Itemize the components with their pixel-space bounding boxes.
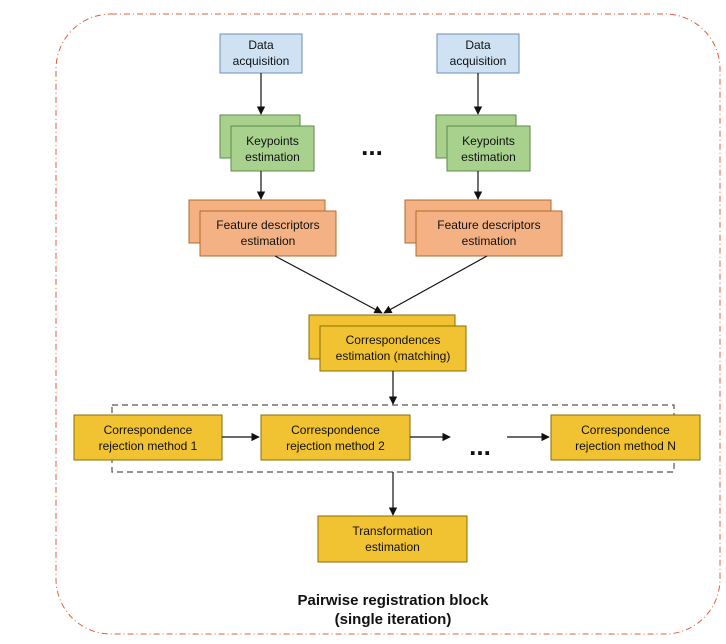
right-descriptors-line1: Feature descriptors [437,218,540,232]
right-keypoints-line2: estimation [461,150,516,164]
right-descriptors-line2: estimation [462,234,517,248]
rejection-method-n-line1: Correspondence [581,423,670,437]
matching-node: Correspondences estimation (matching) [308,314,467,372]
left-keypoints-line2: estimation [245,150,300,164]
arrow-right-descriptors-to-matching [383,255,488,314]
left-keypoints-node: Keypoints estimation [219,114,315,172]
right-acquisition-line2: acquisition [450,54,507,68]
rejection-ellipsis: ... [469,431,491,461]
left-acquisition-node: Data acquisition [219,33,303,74]
rejection-method-2-line2: rejection method 2 [286,439,385,453]
left-keypoints-line1: Keypoints [246,134,299,148]
left-acquisition-line1: Data [248,38,274,52]
rejection-method-1-node: Correspondence rejection method 1 [73,414,223,461]
rejection-method-n-node: Correspondence rejection method N [550,414,701,461]
rejection-method-1-line1: Correspondence [104,423,193,437]
left-descriptors-node: Feature descriptors estimation [188,199,337,257]
caption-title: Pairwise registration block [298,592,490,609]
transformation-line1: Transformation [352,524,432,538]
right-acquisition-line1: Data [465,38,491,52]
right-keypoints-node: Keypoints estimation [435,114,531,172]
left-descriptors-line1: Feature descriptors [216,218,319,232]
columns-ellipsis: ... [361,131,383,161]
matching-line1: Correspondences [346,333,441,347]
matching-line2: estimation (matching) [336,349,451,363]
transformation-node: Transformation estimation [317,515,468,563]
right-keypoints-line1: Keypoints [462,134,515,148]
rejection-method-1-line2: rejection method 1 [99,439,198,453]
rejection-method-n-line2: rejection method N [575,439,676,453]
right-acquisition-node: Data acquisition [436,33,520,74]
caption-subtitle: (single iteration) [335,611,452,628]
outer-block-frame [55,13,721,635]
left-acquisition-line2: acquisition [233,54,290,68]
rejection-method-2-node: Correspondence rejection method 2 [260,414,411,461]
rejection-method-2-line1: Correspondence [291,423,380,437]
arrow-left-descriptors-to-matching [274,255,383,314]
right-descriptors-node: Feature descriptors estimation [404,199,563,257]
left-descriptors-line2: estimation [241,234,296,248]
transformation-line2: estimation [365,540,420,554]
